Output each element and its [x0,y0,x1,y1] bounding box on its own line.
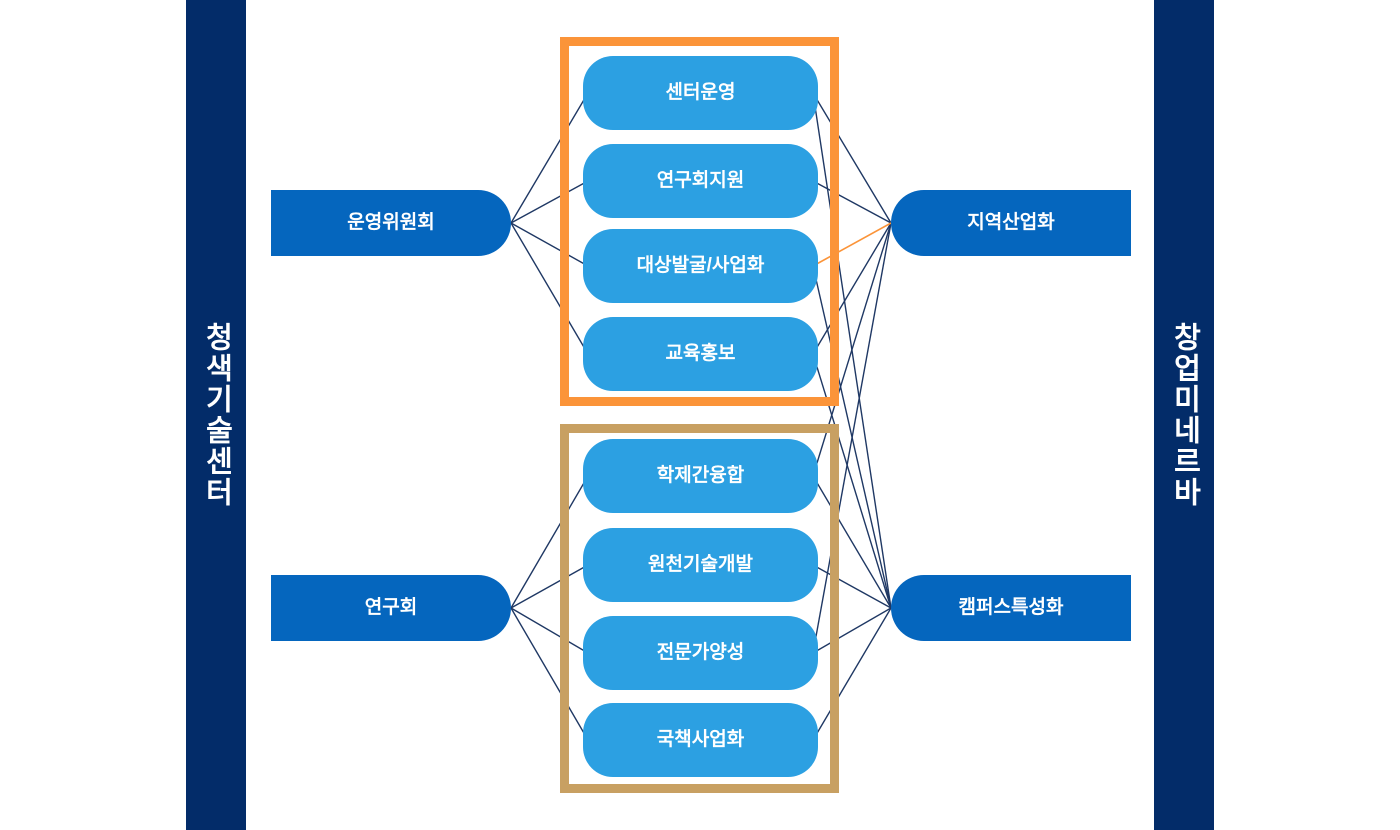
node-target-discovery-commercialization-label: 대상발굴/사업화 [636,254,765,276]
node-research-society-label: 연구회 [364,596,418,618]
node-operating-committee-label: 운영위원회 [347,211,435,233]
left-banner: 청색기술센터 [186,0,246,830]
node-core-technology-development[interactable]: 원천기술개발 [583,528,818,602]
left-banner-label: 청색기술센터 [200,322,233,508]
node-center-operation[interactable]: 센터운영 [583,56,818,130]
node-research-society[interactable]: 연구회 [271,575,511,641]
node-research-society-support[interactable]: 연구회지원 [583,144,818,218]
node-target-discovery-commercialization[interactable]: 대상발굴/사업화 [583,229,818,303]
node-campus-specialization-label: 캠퍼스특성화 [958,596,1064,618]
node-core-technology-development-label: 원천기술개발 [648,553,753,575]
node-national-project-commercialization[interactable]: 국책사업화 [583,703,818,777]
node-education-promotion[interactable]: 교육홍보 [583,317,818,391]
node-expert-training[interactable]: 전문가양성 [583,616,818,690]
node-regional-industrialization-label: 지역산업화 [967,211,1055,233]
right-banner: 창업미네르바 [1154,0,1214,830]
right-banner-label: 창업미네르바 [1168,322,1201,508]
node-national-project-commercialization-label: 국책사업화 [656,728,745,750]
node-research-society-support-label: 연구회지원 [656,169,745,191]
node-expert-training-label: 전문가양성 [656,641,745,663]
node-center-operation-label: 센터운영 [665,81,736,103]
node-regional-industrialization[interactable]: 지역산업화 [891,190,1131,256]
node-operating-committee[interactable]: 운영위원회 [271,190,511,256]
top-group-frame [560,37,839,406]
node-campus-specialization[interactable]: 캠퍼스특성화 [891,575,1131,641]
node-education-promotion-label: 교육홍보 [665,342,736,364]
node-interdisciplinary-convergence[interactable]: 학제간융합 [583,439,818,513]
bottom-group-frame [560,424,839,793]
node-interdisciplinary-convergence-label: 학제간융합 [656,464,745,486]
